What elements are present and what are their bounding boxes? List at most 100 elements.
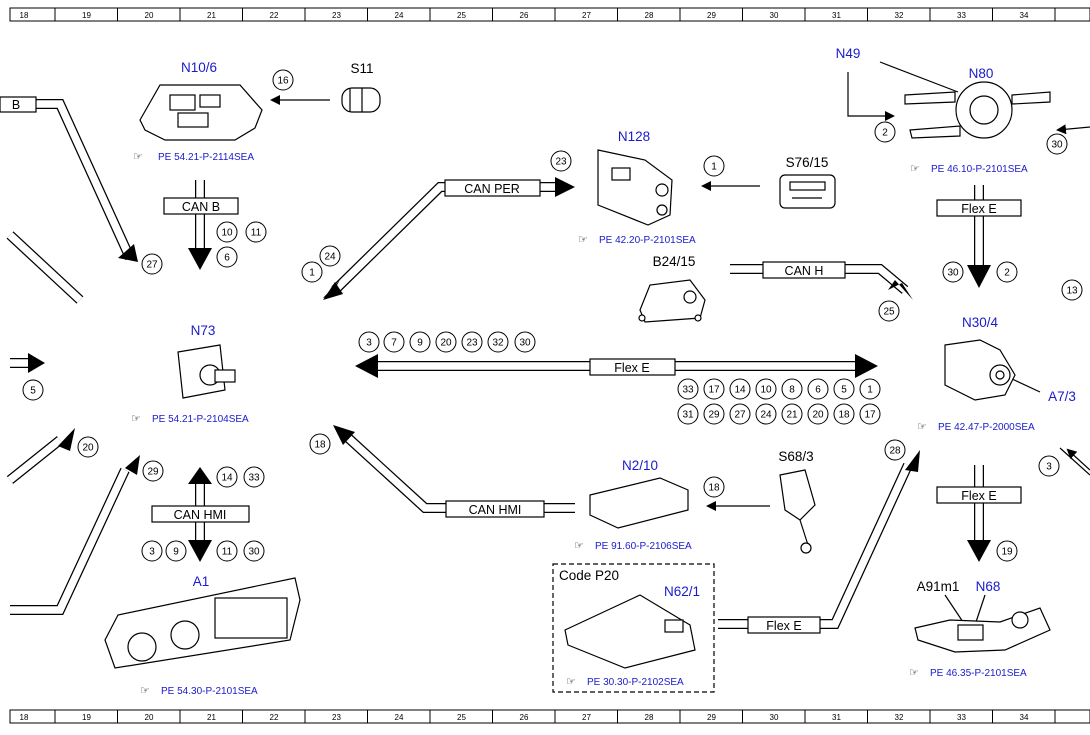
n80-steering-column-module-icon bbox=[904, 81, 1051, 139]
b24-15-sensor-icon bbox=[638, 279, 706, 323]
n73-ignition-switch-icon bbox=[177, 344, 236, 399]
ref-link-n128[interactable]: ☞ PE 42.20-P-2101SEA bbox=[578, 234, 696, 246]
pin-circle: 21 bbox=[781, 403, 803, 425]
pin-number: 33 bbox=[248, 473, 260, 484]
ref-link-n80[interactable]: ☞ PE 46.10-P-2101SEA bbox=[910, 163, 1028, 175]
pin-number: 21 bbox=[786, 410, 798, 421]
pin-circle: 20 bbox=[77, 436, 99, 458]
pin-circle: 16 bbox=[272, 69, 294, 91]
pin-number: 10 bbox=[221, 228, 233, 239]
ref-link-n73[interactable]: ☞ PE 54.21-P-2104SEA bbox=[131, 413, 249, 425]
ref-link-n2-10[interactable]: ☞ PE 91.60-P-2106SEA bbox=[574, 540, 692, 552]
s76-15-button-icon bbox=[779, 174, 836, 209]
grid-label: 21 bbox=[207, 11, 216, 20]
grid-label: 23 bbox=[332, 11, 341, 20]
pin-number: 3 bbox=[149, 547, 155, 558]
pin-number: 1 bbox=[867, 385, 873, 396]
pin-number: 17 bbox=[864, 410, 876, 421]
pin-number: 2 bbox=[882, 128, 888, 139]
pin-number: 24 bbox=[324, 252, 336, 263]
pin-circle: 3 bbox=[1038, 455, 1060, 477]
grid-label: 30 bbox=[770, 11, 779, 20]
label-n30-4: N30/4 bbox=[962, 315, 999, 330]
pin-circle: 33 bbox=[677, 378, 699, 400]
pin-circle: 27 bbox=[141, 253, 163, 275]
pin-circle: 11 bbox=[216, 540, 238, 562]
grid-label: 30 bbox=[770, 713, 779, 722]
pin-number: 20 bbox=[440, 338, 452, 349]
grid-label: 19 bbox=[82, 713, 91, 722]
pin-circle: 14 bbox=[216, 466, 238, 488]
pin-circle: 17 bbox=[859, 403, 881, 425]
grid-label: 22 bbox=[270, 713, 279, 722]
pin-circle: 30 bbox=[243, 540, 265, 562]
grid-label: 33 bbox=[957, 11, 966, 20]
pin-number: 30 bbox=[519, 338, 531, 349]
ref-link-a1[interactable]: ☞ PE 54.30-P-2101SEA bbox=[140, 685, 258, 697]
pin-number: 11 bbox=[222, 547, 233, 558]
pin-circle: 24 bbox=[755, 403, 777, 425]
pin-circle: 20 bbox=[807, 403, 829, 425]
pin-circle: 6 bbox=[216, 246, 238, 268]
pin-number: 24 bbox=[760, 410, 772, 421]
label-n80: N80 bbox=[969, 66, 994, 81]
pin-circle: 2 bbox=[996, 261, 1018, 283]
hand-pointer-icon: ☞ bbox=[574, 540, 584, 552]
pin-number: 6 bbox=[224, 253, 230, 264]
pin-circle: 33 bbox=[243, 466, 265, 488]
grid-label: 20 bbox=[145, 11, 154, 20]
label-a1: A1 bbox=[193, 574, 210, 589]
bus-label-flex-e-bottom: Flex E bbox=[766, 619, 801, 633]
bus-label-can-h: CAN H bbox=[785, 264, 824, 278]
n68-steering-lock-icon bbox=[914, 607, 1051, 653]
grid-label: 31 bbox=[832, 713, 841, 722]
grid-label: 24 bbox=[395, 713, 404, 722]
pin-number: 29 bbox=[708, 410, 720, 421]
ref-link-n10-6[interactable]: ☞ PE 54.21-P-2114SEA bbox=[133, 151, 254, 163]
pin-circle: 18 bbox=[309, 433, 331, 455]
bus-label-can-per: CAN PER bbox=[464, 182, 520, 196]
pin-number: 31 bbox=[682, 410, 694, 421]
pin-circle: 8 bbox=[781, 378, 803, 400]
ref-link-n62-1[interactable]: ☞ PE 30.30-P-2102SEA bbox=[566, 676, 684, 688]
pin-number: 5 bbox=[30, 386, 36, 397]
pin-circle: 9 bbox=[409, 331, 431, 353]
grid-label: 24 bbox=[395, 11, 404, 20]
grid-label: 23 bbox=[332, 713, 341, 722]
pin-circle: 30 bbox=[1046, 133, 1068, 155]
pin-number: 30 bbox=[248, 547, 260, 558]
grid-label: 28 bbox=[645, 713, 654, 722]
pin-circle: 1 bbox=[301, 261, 323, 283]
pin-circle: 3 bbox=[358, 331, 380, 353]
svg-text:PE 46.35-P-2101SEA: PE 46.35-P-2101SEA bbox=[930, 668, 1027, 679]
ref-link-n30-4[interactable]: ☞ PE 42.47-P-2000SEA bbox=[917, 421, 1035, 433]
bus-label-b: B bbox=[12, 98, 20, 112]
grid-label: 32 bbox=[895, 713, 904, 722]
pin-circle: 13 bbox=[1061, 279, 1083, 301]
grid-label: 34 bbox=[1020, 713, 1029, 722]
label-b24-15: B24/15 bbox=[653, 254, 696, 269]
pin-circle: 29 bbox=[142, 460, 164, 482]
pin-circle: 28 bbox=[884, 439, 906, 461]
pin-circle: 10 bbox=[216, 221, 238, 243]
label-n73: N73 bbox=[191, 323, 216, 338]
pin-circle: 1 bbox=[703, 155, 725, 177]
pin-number: 27 bbox=[146, 260, 158, 271]
hand-pointer-icon: ☞ bbox=[133, 151, 143, 163]
pin-number: 6 bbox=[815, 385, 821, 396]
hand-pointer-icon: ☞ bbox=[566, 676, 576, 688]
code-p20-box bbox=[552, 563, 715, 693]
pin-circle: 32 bbox=[487, 331, 509, 353]
pin-number: 18 bbox=[708, 483, 720, 494]
pin-circle: 7 bbox=[383, 331, 405, 353]
grid-label: 20 bbox=[145, 713, 154, 722]
pin-number: 16 bbox=[277, 76, 289, 87]
ref-link-n68[interactable]: ☞ PE 46.35-P-2101SEA bbox=[909, 667, 1027, 679]
pin-circle: 10 bbox=[755, 378, 777, 400]
pin-number: 19 bbox=[1001, 547, 1013, 558]
grid-label: 26 bbox=[520, 713, 529, 722]
svg-text:PE 46.10-P-2101SEA: PE 46.10-P-2101SEA bbox=[931, 164, 1028, 175]
pin-number: 28 bbox=[889, 446, 901, 457]
pin-number: 17 bbox=[708, 385, 720, 396]
